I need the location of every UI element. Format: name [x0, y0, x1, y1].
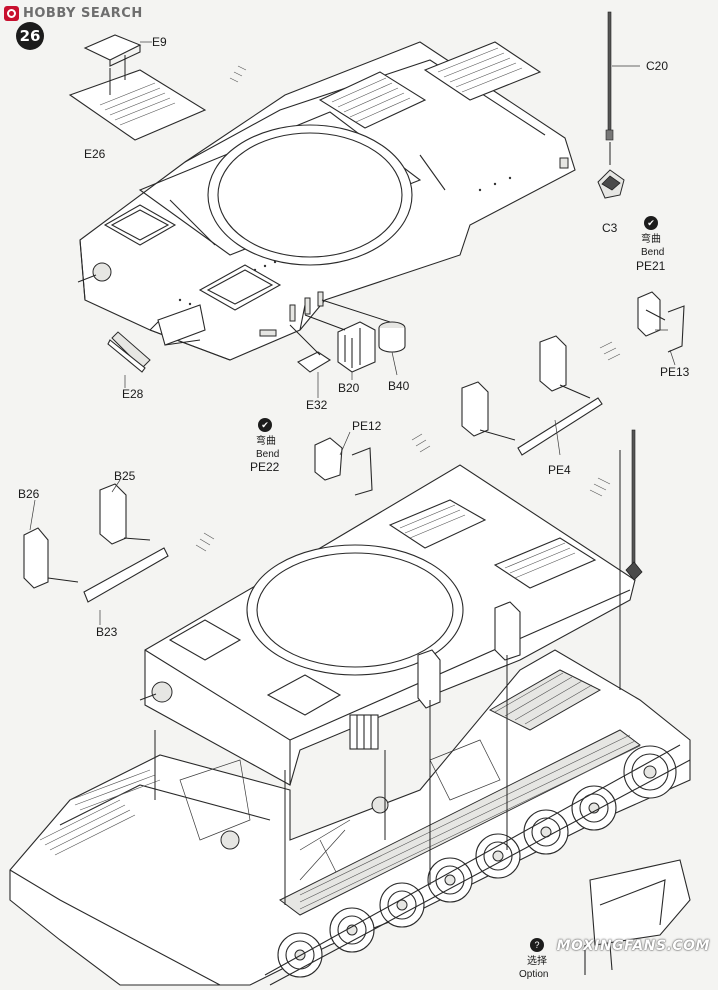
label-b25: B25: [114, 469, 136, 483]
part-b40: [378, 321, 406, 353]
bend-check-icon-left: ✔: [258, 418, 272, 432]
label-c20: C20: [646, 59, 669, 73]
part-b20: [337, 321, 376, 373]
leader-lines: [29, 41, 676, 625]
label-c3: C3: [602, 221, 618, 235]
brand-badge-icon: [4, 5, 19, 21]
lower-hull: [9, 649, 691, 986]
option-note-cn: 选择: [527, 956, 547, 967]
label-pe13: PE13: [660, 365, 690, 379]
watermark: MOXINGFANS.COM: [556, 938, 710, 954]
label-b40: B40: [388, 379, 410, 393]
label-pe21: PE21: [636, 259, 666, 273]
label-b20: B20: [338, 381, 360, 395]
part-pe13: [667, 305, 685, 353]
step-number: 26: [16, 22, 44, 50]
part-e28: [107, 331, 151, 373]
part-pe21: [637, 291, 661, 337]
label-e32: E32: [306, 398, 328, 412]
question-icon: ?: [530, 938, 544, 952]
part-pe12: [351, 447, 373, 496]
label-pe4: PE4: [548, 463, 571, 477]
bend-check-icon: ✔: [644, 216, 658, 230]
track-upper: [279, 669, 641, 916]
part-b23: [83, 547, 169, 603]
label-pe22: PE22: [250, 460, 280, 474]
part-e9: [83, 34, 142, 67]
bend-note-en-right: Bend: [641, 247, 665, 258]
label-e26: E26: [84, 147, 106, 161]
bend-note-en-left: Bend: [256, 449, 280, 460]
assembly-lines: [154, 450, 621, 905]
brand-logo: HOBBY SEARCH: [4, 4, 143, 22]
label-b23: B23: [96, 625, 118, 639]
part-c3: [597, 169, 625, 199]
part-pe4: [461, 335, 603, 456]
part-e26: [68, 69, 207, 141]
part-b25: [99, 483, 127, 545]
part-e32: [297, 351, 332, 373]
part-b26: [23, 527, 49, 589]
motion-marks: [195, 65, 621, 552]
label-b26: B26: [18, 487, 40, 501]
part-pe22: [314, 437, 343, 481]
bend-note-cn-left: 弯曲: [256, 436, 276, 447]
lower-turret: [139, 464, 636, 786]
bend-note-cn-right: 弯曲: [641, 234, 661, 245]
brand-name: HOBBY SEARCH: [23, 5, 143, 21]
label-pe12: PE12: [352, 419, 382, 433]
option-note-en: Option: [519, 969, 549, 980]
label-e9: E9: [152, 35, 167, 49]
label-e28: E28: [122, 387, 144, 401]
option-plate: [584, 859, 691, 975]
part-c20: [605, 11, 614, 165]
